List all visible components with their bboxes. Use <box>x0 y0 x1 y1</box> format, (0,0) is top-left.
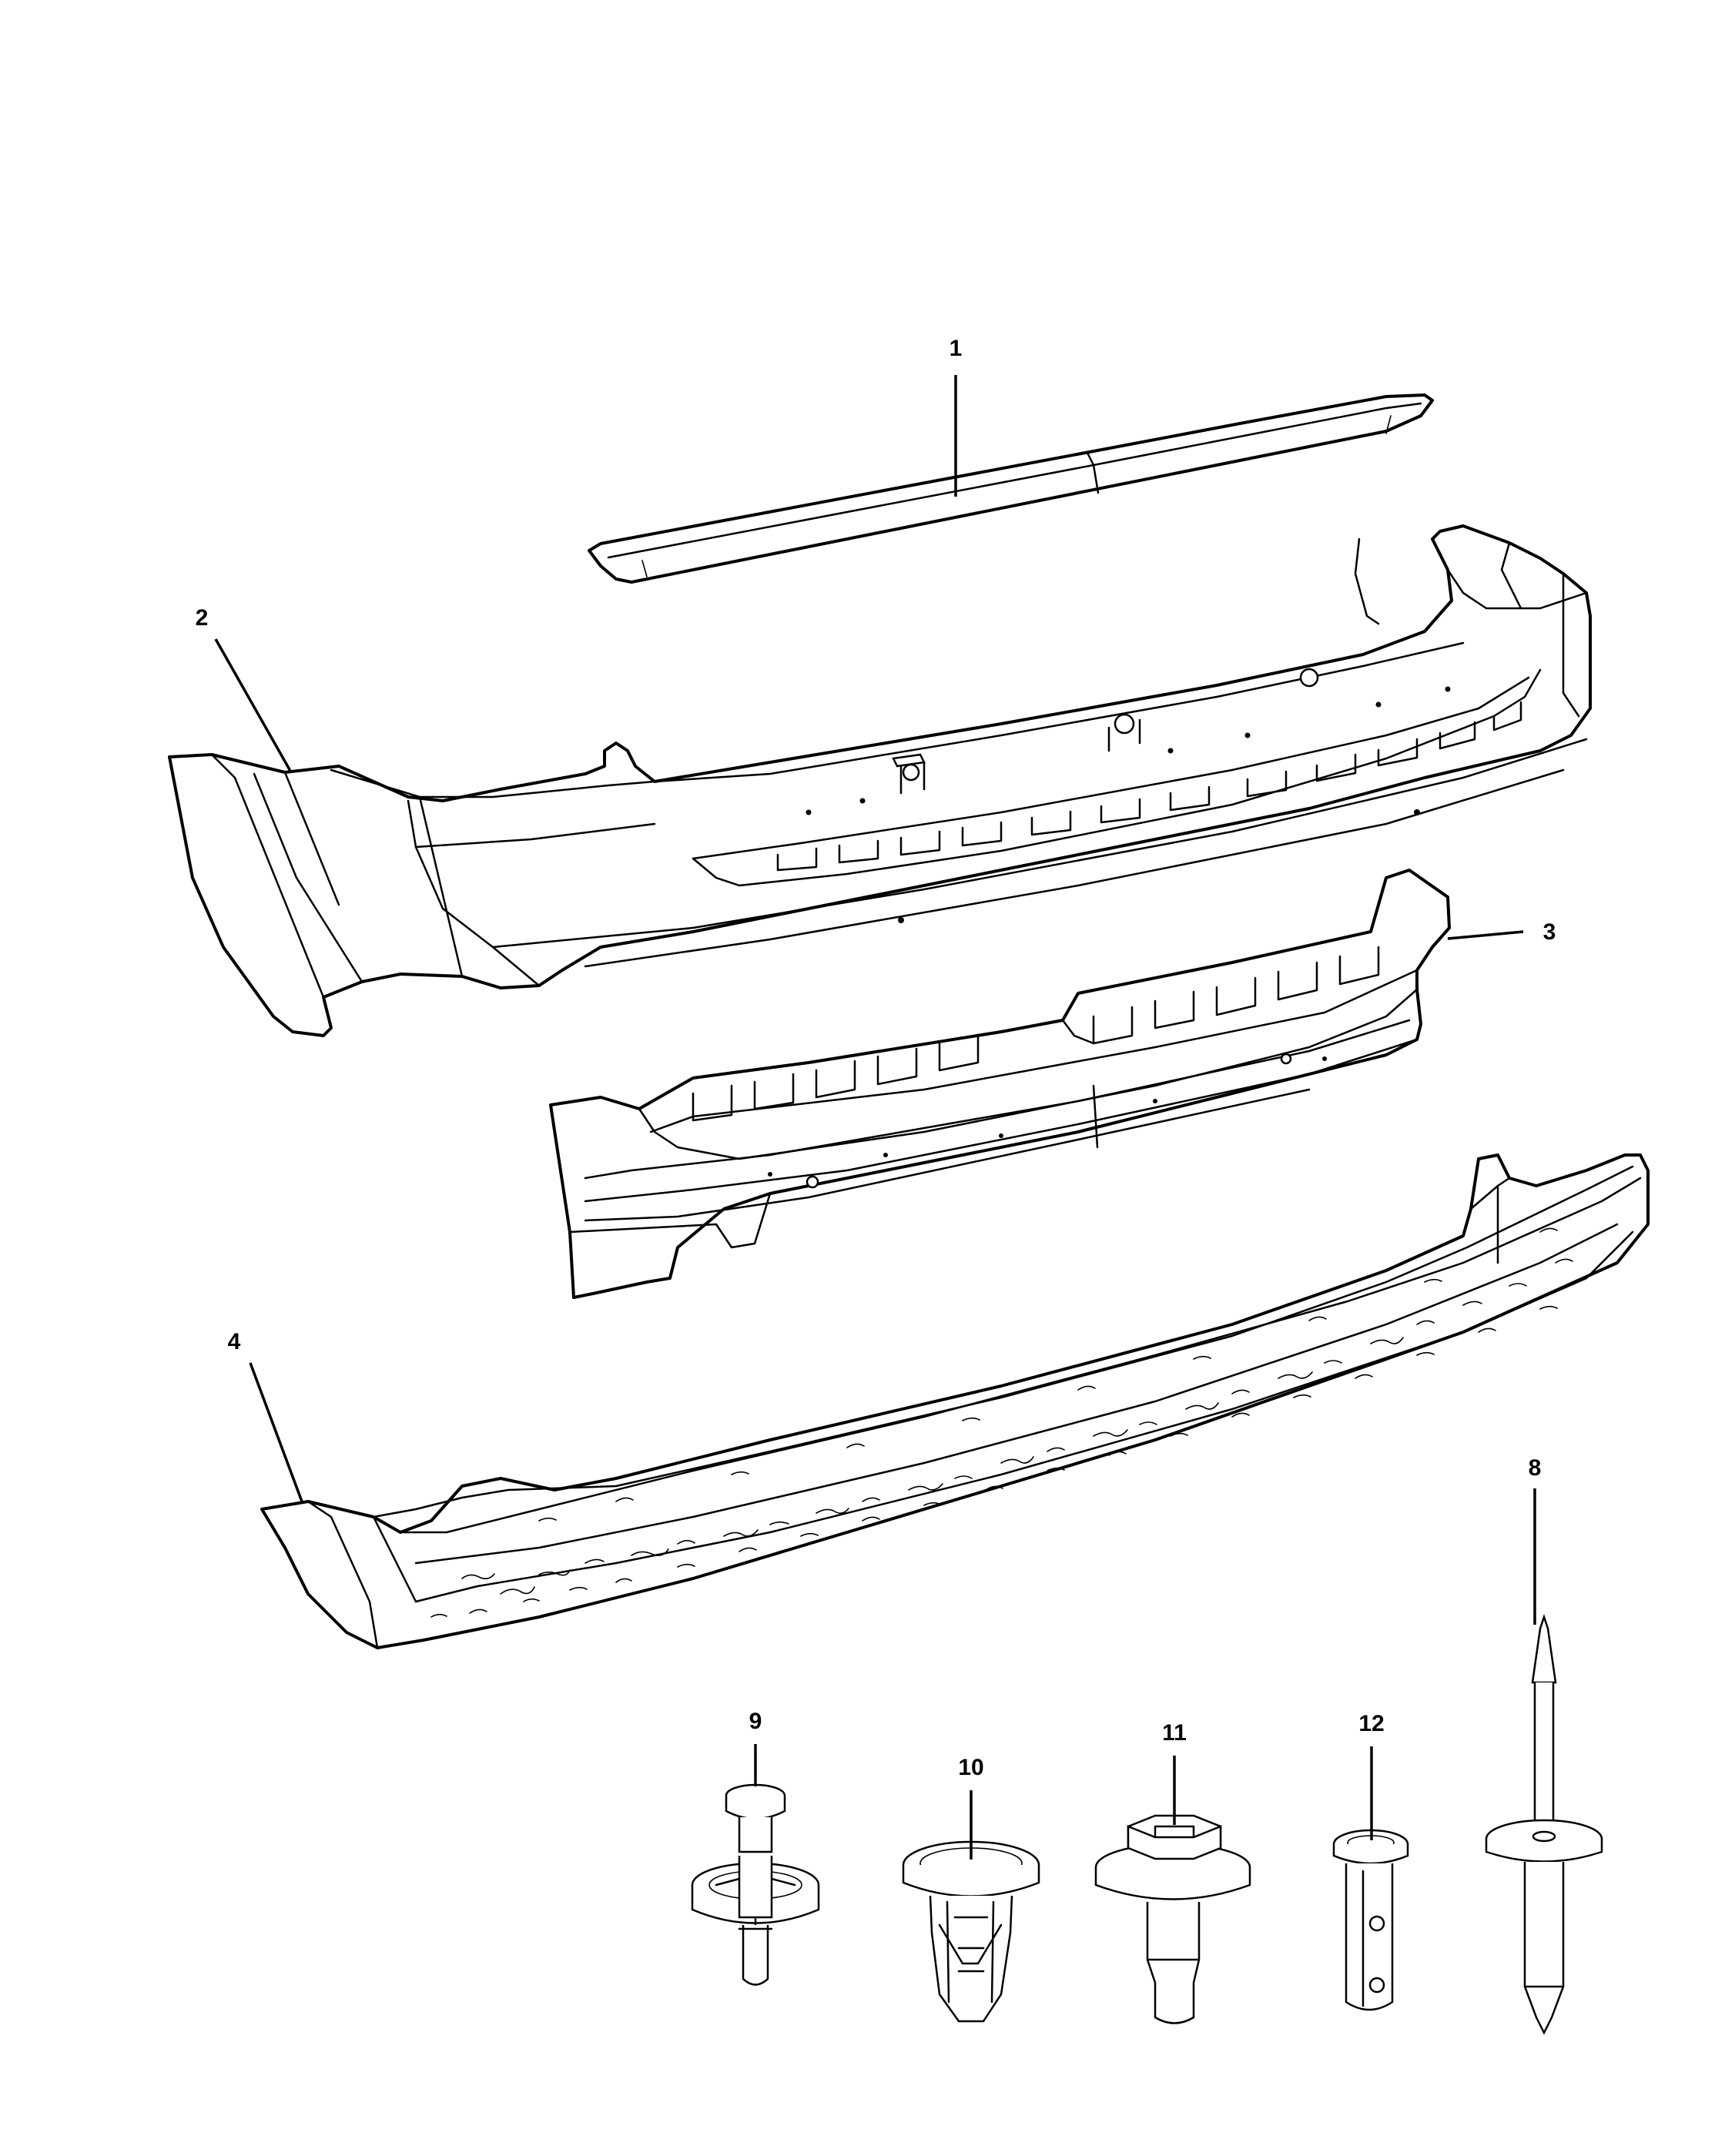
callout-12: 12 <box>1358 1711 1384 1736</box>
part-9-push-pin <box>691 1783 820 1986</box>
part-4-lower-valance <box>260 1153 1650 1649</box>
callout-4: 4 <box>228 1329 241 1354</box>
part-8-blind-rivet <box>1485 1614 1603 2035</box>
part-11-hex-flange-bolt <box>1094 1814 1251 2024</box>
part-10-retainer-clip <box>902 1840 1040 2023</box>
callout-1: 1 <box>950 336 963 361</box>
callout-labels: 1 2 3 4 8 9 10 11 12 <box>196 336 1556 1780</box>
part-1-step-pad <box>588 393 1434 584</box>
leader-lines <box>214 375 1536 1860</box>
callout-8: 8 <box>1529 1455 1542 1481</box>
callout-3: 3 <box>1543 919 1556 945</box>
part-12-nut-insert <box>1332 1829 1409 2011</box>
callout-2: 2 <box>196 605 209 631</box>
part-3-energy-absorber <box>549 869 1451 1299</box>
callout-9: 9 <box>749 1709 762 1734</box>
callout-11: 11 <box>1162 1720 1187 1746</box>
part-2-bumper-fascia <box>168 524 1592 1037</box>
callout-10: 10 <box>958 1755 983 1780</box>
